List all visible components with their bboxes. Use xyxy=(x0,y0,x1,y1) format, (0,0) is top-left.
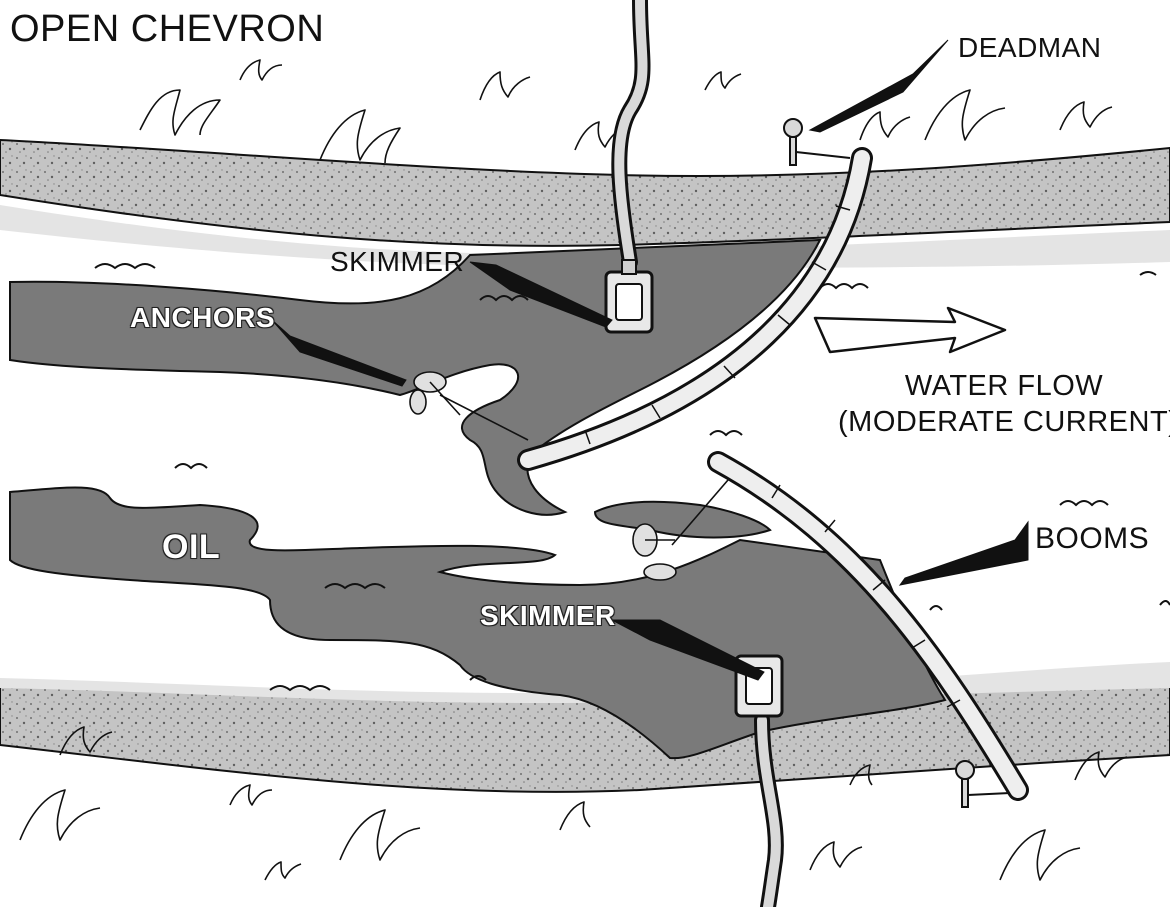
diagram-title: OPEN CHEVRON xyxy=(10,8,324,51)
label-skimmer-bottom: SKIMMER xyxy=(480,600,616,632)
label-water-flow-line2: (MODERATE CURRENT) xyxy=(838,404,1170,440)
label-oil: OIL xyxy=(162,528,220,567)
label-water-flow-line1: WATER FLOW xyxy=(838,368,1170,404)
label-anchors: ANCHORS xyxy=(130,302,275,334)
label-deadman: DEADMAN xyxy=(958,32,1102,64)
label-water-flow: WATER FLOW (MODERATE CURRENT) xyxy=(838,368,1170,440)
label-skimmer-top: SKIMMER xyxy=(330,246,464,278)
label-booms: BOOMS xyxy=(1035,522,1149,556)
